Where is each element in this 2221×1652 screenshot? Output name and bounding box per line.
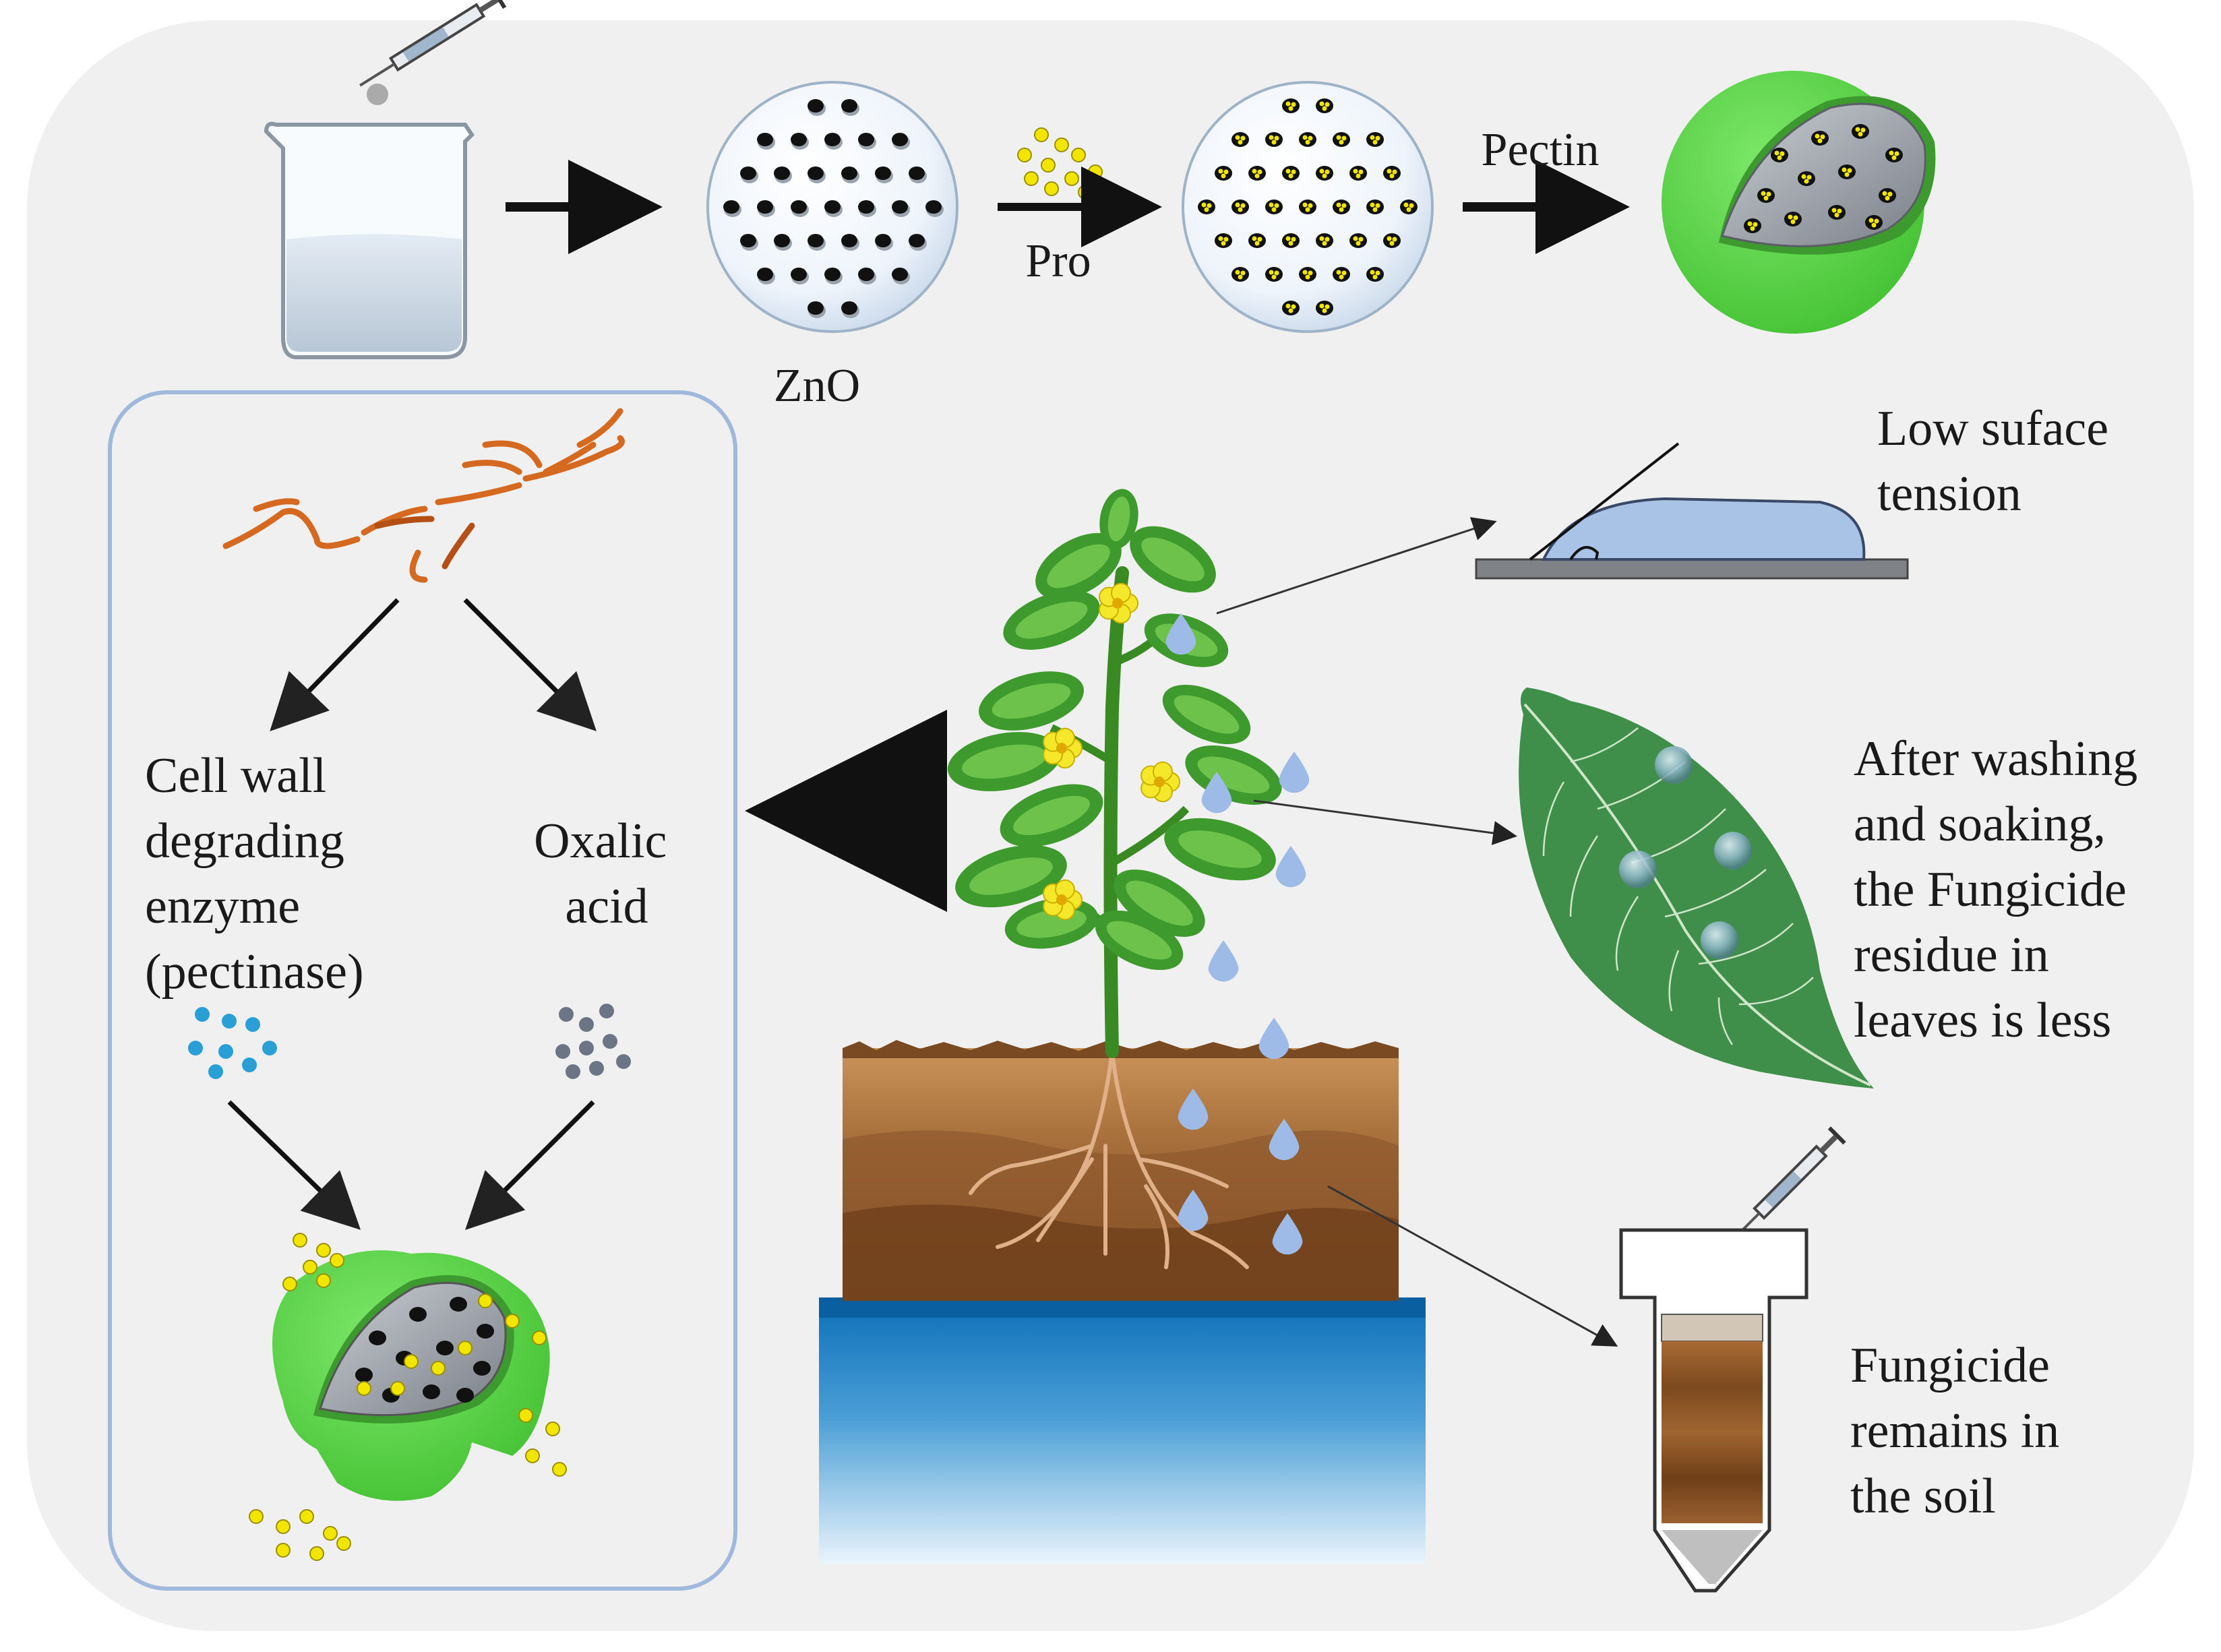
drop-icon (367, 84, 388, 105)
release-panel (108, 390, 737, 1591)
arrow-acid-to-sphere (465, 1100, 595, 1230)
pectin-fiber-icon (222, 408, 625, 583)
soil-label: Fungicide remains in the soil (1850, 1338, 2072, 1524)
beaker-icon (264, 121, 475, 359)
contact-angle-label-line1: Low suface (1877, 401, 2108, 456)
zno-label: ZnO (774, 360, 860, 412)
enzyme-label-line4: (pectinase) (145, 944, 364, 1000)
pointer-to-tube (1327, 1185, 1618, 1347)
syringe-icon (359, 0, 507, 87)
leaf-icon (1519, 687, 1874, 1089)
degraded-sphere-icon (249, 1233, 567, 1561)
contact-angle-label-line2: tension (1877, 466, 2021, 522)
leaf-label-line3: the Fungicide (1854, 862, 2127, 917)
acid-label-line2: acid (565, 879, 648, 934)
droplets-icon (1165, 613, 1310, 1255)
soil-label-line1: Fungicide (1850, 1338, 2050, 1393)
leaf-label-line2: and soaking, (1854, 797, 2106, 852)
enzyme-label-line2: degrading (145, 814, 344, 869)
pro-label: Pro (1025, 235, 1091, 287)
acid-label-line1: Oxalic (534, 814, 667, 869)
arrow-fiber-to-acid (463, 598, 597, 731)
soil-block (843, 1040, 1399, 1301)
enzyme-label-line3: enzyme (145, 879, 300, 934)
acid-molecules-icon (555, 1004, 631, 1079)
contact-angle-label: Low suface tension (1877, 401, 2121, 522)
pectin-coated-sphere-icon (1662, 71, 1936, 334)
leaf-label-line1: After washing (1854, 731, 2137, 787)
contact-angle-icon (1475, 442, 1909, 580)
water-block (819, 1297, 1426, 1564)
acid-label: Oxalic acid (534, 814, 679, 934)
pectin-label: Pectin (1482, 124, 1600, 176)
pointer-to-contact-angle (1216, 517, 1497, 615)
arrow-enzyme-to-sphere (227, 1100, 361, 1230)
zno-sphere-icon (706, 81, 959, 333)
roots-icon (969, 1049, 1249, 1269)
soil-label-line3: the soil (1850, 1469, 1996, 1524)
enzyme-label: Cell wall degrading enzyme (pectinase) (145, 748, 364, 1000)
leaf-label-line4: residue in (1854, 927, 2049, 983)
plant-icon (947, 489, 1282, 1058)
leaf-label-line5: leaves is less (1854, 993, 2111, 1048)
centrifuge-tube-icon (1619, 1126, 1846, 1593)
enzyme-label-line1: Cell wall (145, 748, 326, 803)
leaf-label: After washing and soaking, the Fungicide… (1854, 731, 2150, 1048)
loaded-sphere-icon (1182, 81, 1434, 333)
pointer-to-leaf (1253, 799, 1517, 845)
soil-label-line2: remains in (1850, 1403, 2059, 1459)
enzyme-molecules-icon (188, 1007, 277, 1079)
arrow-fiber-to-enzyme (270, 598, 400, 732)
